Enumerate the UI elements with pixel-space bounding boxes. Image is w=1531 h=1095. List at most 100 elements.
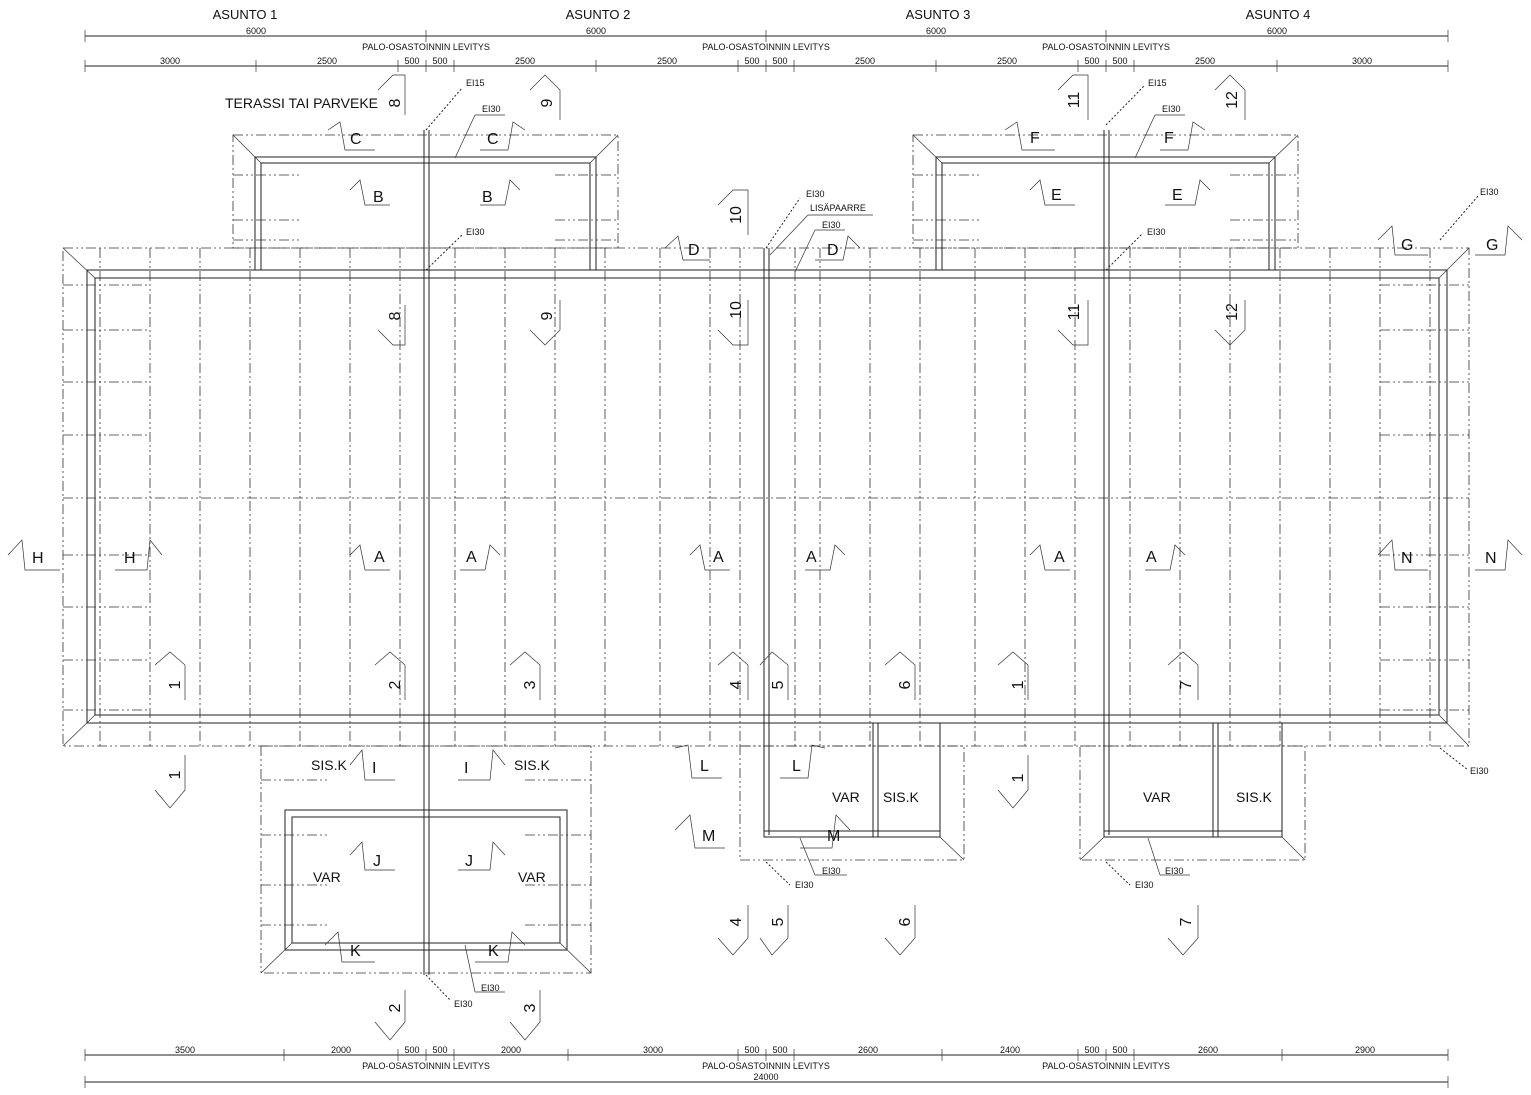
bottom-dim-2600-b: 2600: [1198, 1045, 1218, 1055]
label-ei30-2: EI30: [466, 227, 485, 237]
bottom-dim-2400: 2400: [1000, 1045, 1020, 1055]
section-a-1: A: [374, 549, 385, 566]
section-11-a: 11: [1066, 92, 1083, 109]
bottom-total-24000: 24000: [753, 1072, 778, 1082]
section-1-c: 1: [1010, 680, 1027, 689]
section-a-5: A: [1054, 549, 1065, 566]
section-3-a: 3: [522, 680, 539, 689]
label-extra-truss: LISÄPAARRE: [810, 203, 866, 213]
bottom-dim-500-f: 500: [1112, 1045, 1127, 1055]
top-dim-3000-a: 3000: [160, 56, 180, 66]
bottom-dim-2000-a: 2000: [331, 1045, 351, 1055]
section-c-1: C: [350, 131, 362, 148]
bottom-right-wing: [1079, 722, 1306, 861]
top-dim-500-b: 500: [432, 56, 447, 66]
section-d-1: D: [688, 242, 700, 259]
section-8-a: 8: [387, 98, 404, 107]
fire-spread-top-1: PALO-OSASTOINNIN LEVITYS: [362, 42, 490, 52]
bottom-dim-2900: 2900: [1355, 1045, 1375, 1055]
top-dim-500-f: 500: [1112, 56, 1127, 66]
top-left-wing: [232, 134, 619, 271]
section-h-1: H: [32, 550, 44, 567]
apartment-labels: ASUNTO 1 ASUNTO 2 ASUNTO 3 ASUNTO 4: [213, 7, 1311, 22]
section-c-2: C: [487, 131, 499, 148]
section-f-1: F: [1030, 130, 1040, 147]
label-ei30-5: EI30: [806, 189, 825, 199]
label-ei30-14: EI30: [481, 983, 500, 993]
apartment-label-2: ASUNTO 2: [566, 7, 631, 22]
label-ei30-11: EI30: [1135, 880, 1154, 890]
room-sisk-4: SIS.K: [1236, 789, 1272, 805]
apartment-label-1: ASUNTO 1: [213, 7, 278, 22]
top-dim-2500-b: 2500: [515, 56, 535, 66]
section-g-1: G: [1401, 237, 1413, 254]
top-dim-6000-1: 6000: [246, 26, 266, 36]
top-dim-500-a: 500: [404, 56, 419, 66]
label-ei30-10: EI30: [822, 866, 841, 876]
section-d-2: D: [827, 242, 839, 259]
section-b-1: B: [373, 189, 384, 206]
section-e-2: E: [1172, 187, 1183, 204]
room-labels: SIS.K SIS.K VAR VAR VAR SIS.K VAR SIS.K: [311, 757, 1272, 885]
bottom-dimension-row-1: 3500 2000 500 500 2000 3000 500 500 2600…: [84, 1045, 1449, 1071]
truss-lines-main: [63, 248, 1469, 746]
section-9-b: 9: [539, 311, 556, 320]
top-dim-500-d: 500: [772, 56, 787, 66]
section-1-a: 1: [167, 680, 184, 689]
section-4-b: 4: [728, 917, 745, 926]
section-2-a: 2: [387, 680, 404, 689]
top-dim-2500-a: 2500: [317, 56, 337, 66]
bottom-dim-500-e: 500: [1084, 1045, 1099, 1055]
section-10-a: 10: [728, 206, 745, 224]
section-a-2: A: [466, 549, 477, 566]
section-j-2: J: [465, 853, 473, 870]
room-sisk-2: SIS.K: [514, 757, 550, 773]
section-12-b: 12: [1224, 303, 1241, 321]
bottom-middle-wing: [739, 722, 965, 861]
bottom-dim-500-a: 500: [404, 1045, 419, 1055]
fire-class-labels: EI15 EI30 EI30 EI15 EI30 EI30 EI30 LISÄP…: [425, 78, 1499, 1009]
top-dim-6000-2: 6000: [586, 26, 606, 36]
bottom-dim-3000: 3000: [643, 1045, 663, 1055]
bottom-dim-500-c: 500: [744, 1045, 759, 1055]
label-ei30-1: EI30: [482, 104, 501, 114]
section-f-2: F: [1164, 130, 1174, 147]
fire-spread-bottom-2: PALO-OSASTOINNIN LEVITYS: [702, 1061, 830, 1071]
top-dim-2500-d: 2500: [855, 56, 875, 66]
room-var-3: VAR: [832, 789, 860, 805]
top-dimension-row-1: 6000 6000 6000 6000 PALO-OSASTOINNIN LEV…: [84, 26, 1449, 52]
section-7-a: 7: [1178, 680, 1195, 689]
section-letter-markers: A A A A A A B B C C D D E E F F: [7, 121, 1523, 963]
fire-spread-top-3: PALO-OSASTOINNIN LEVITYS: [1042, 42, 1170, 52]
section-l-1: L: [700, 758, 709, 775]
top-dim-2500-f: 2500: [1195, 56, 1215, 66]
label-ei30-9: EI30: [795, 880, 814, 890]
label-ei30-6: EI30: [822, 220, 841, 230]
label-ei30-13: EI30: [454, 999, 473, 1009]
section-6-b: 6: [897, 917, 914, 926]
section-number-markers: 1 1 1 1 2 2 3 3 4 4 5 5 6 6 7: [154, 74, 1246, 1041]
section-i-2: I: [464, 760, 468, 777]
apartment-label-3: ASUNTO 3: [906, 7, 971, 22]
section-i-1: I: [372, 760, 376, 777]
room-sisk-1: SIS.K: [311, 757, 347, 773]
label-ei15-1: EI15: [466, 78, 485, 88]
section-h-2: H: [124, 550, 136, 567]
fire-walls: [423, 130, 1110, 975]
label-ei30-8: EI30: [1470, 766, 1489, 776]
section-m-2: M: [827, 828, 840, 845]
label-ei30-3: EI30: [1162, 104, 1181, 114]
apartment-label-4: ASUNTO 4: [1246, 7, 1311, 22]
section-5-a: 5: [770, 680, 787, 689]
fire-spread-bottom-3: PALO-OSASTOINNIN LEVITYS: [1042, 1061, 1170, 1071]
section-m-1: M: [702, 828, 715, 845]
section-a-6: A: [1146, 549, 1157, 566]
main-roof-outline: [62, 247, 1470, 747]
section-j-1: J: [373, 853, 381, 870]
section-7-b: 7: [1178, 917, 1195, 926]
fire-spread-bottom-1: PALO-OSASTOINNIN LEVITYS: [362, 1061, 490, 1071]
section-3-b: 3: [522, 1003, 539, 1012]
bottom-dim-500-b: 500: [432, 1045, 447, 1055]
section-b-2: B: [482, 189, 493, 206]
